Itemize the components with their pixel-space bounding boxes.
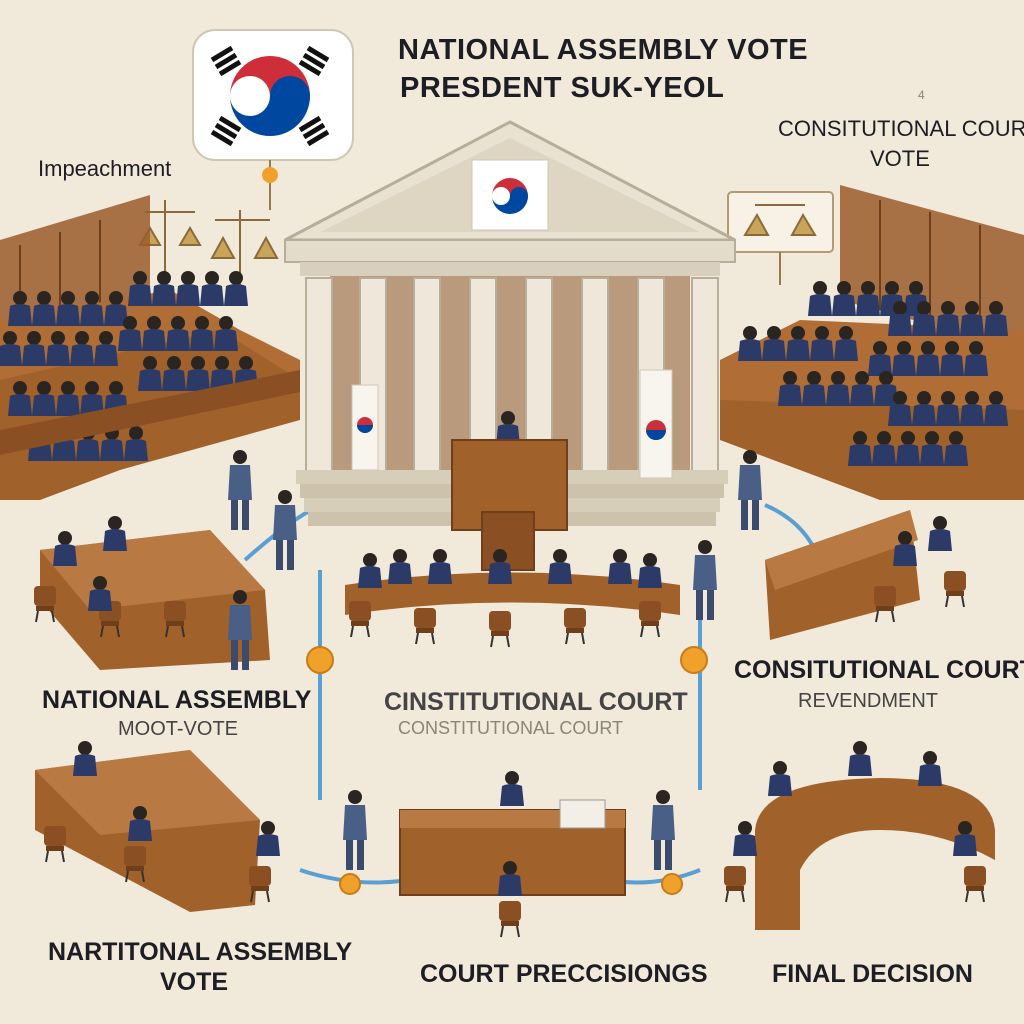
korean-flag-icon bbox=[192, 29, 354, 210]
title-line-2: PRESDENT SUK-YEOL bbox=[400, 72, 725, 104]
scales-icon bbox=[727, 191, 834, 285]
flag-banner bbox=[639, 369, 673, 479]
timeline-node bbox=[339, 873, 361, 895]
flag-banner bbox=[351, 384, 379, 471]
desk-bottom-left bbox=[35, 741, 280, 912]
label-cc-center: CINSTITUTIONAL COURT bbox=[384, 688, 688, 716]
desk-bottom-center bbox=[399, 771, 626, 938]
label-cc-right: CONSITUTIONAL COURT bbox=[734, 656, 1024, 684]
korean-flag-icon bbox=[471, 159, 549, 231]
label-final-decision: FINAL DECISION bbox=[772, 960, 973, 988]
label-impeachment: Impeachment bbox=[38, 156, 172, 181]
timeline-node bbox=[661, 873, 683, 895]
label-cc-right-sub: REVENDMENT bbox=[798, 690, 939, 712]
timeline-node bbox=[680, 646, 708, 674]
step-number: 4 bbox=[918, 88, 925, 102]
label-na-middle: NATIONAL ASSEMBLY bbox=[42, 686, 312, 714]
assembly-hall-right bbox=[720, 185, 1024, 500]
desk-bottom-right bbox=[723, 741, 995, 930]
center-table bbox=[345, 549, 680, 648]
courthouse bbox=[284, 120, 736, 571]
committee-desk-right bbox=[765, 510, 967, 640]
assembly-hall-left bbox=[0, 195, 300, 500]
label-cc-vote-1: CONSITUTIONAL COUR bbox=[778, 116, 1024, 141]
label-na-middle-sub: MOOT-VOTE bbox=[118, 718, 238, 740]
timeline-node bbox=[306, 646, 334, 674]
committee-desk-left bbox=[33, 516, 270, 670]
label-cc-center-sub: CONSTITUTIONAL COURT bbox=[398, 718, 624, 738]
label-court-proceedings: COURT PRECCISIONGS bbox=[420, 960, 708, 988]
label-na-bottom-2: VOTE bbox=[160, 968, 229, 996]
label-cc-vote-2: VOTE bbox=[870, 146, 930, 171]
label-na-bottom-1: NARTITONAL ASSEMBLY bbox=[48, 938, 353, 966]
title-line-1: NATIONAL ASSEMBLY VOTE bbox=[398, 34, 809, 66]
